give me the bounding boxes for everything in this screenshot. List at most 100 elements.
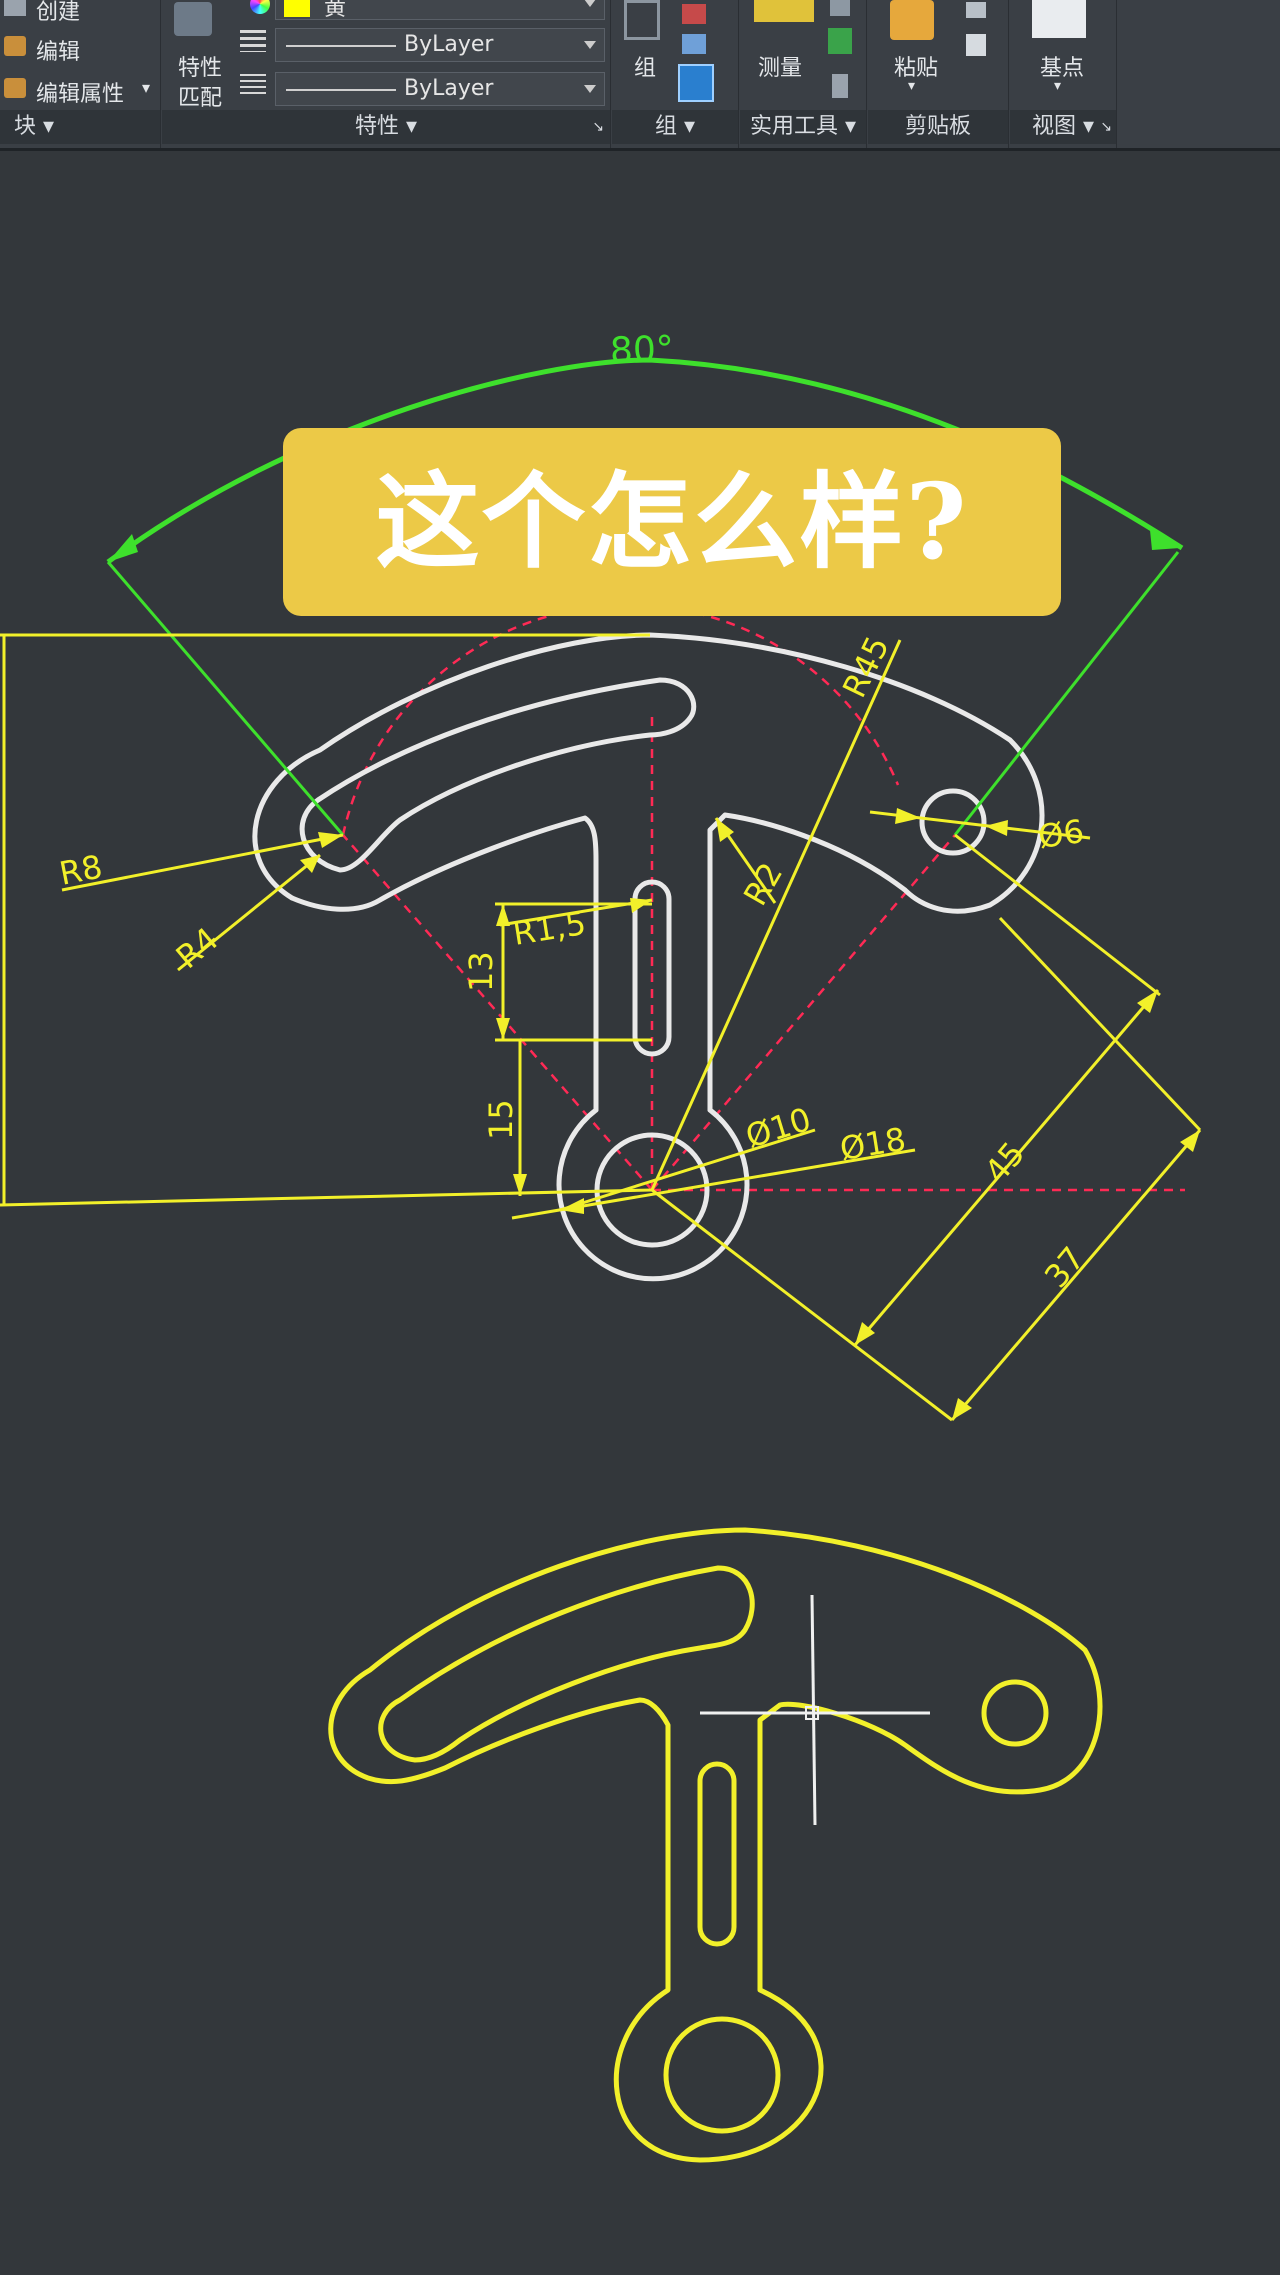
- id-point-icon[interactable]: [832, 74, 848, 98]
- angle-arrowhead-left: [108, 534, 138, 562]
- view-panel-title[interactable]: 视图 ▾ ↘: [1010, 110, 1116, 144]
- panel-expand-icon[interactable]: ▾: [1075, 114, 1095, 139]
- d10-leader: [559, 1128, 816, 1212]
- chevron-down-icon: [584, 0, 596, 7]
- quick-select-icon[interactable]: [828, 28, 852, 54]
- outer-arc-boundary: [252, 632, 1045, 1113]
- clipboard-panel: 粘贴 ▾ 剪贴板: [868, 0, 1009, 148]
- utilities-panel-title[interactable]: 实用工具 ▾: [740, 110, 866, 144]
- curved-slot: [299, 677, 697, 873]
- label-37: 37: [1037, 1240, 1092, 1296]
- base-point-icon[interactable]: [1032, 0, 1086, 38]
- panel-expand-icon[interactable]: ▾: [398, 114, 418, 139]
- block-edit-attributes-label[interactable]: 编辑属性: [36, 82, 125, 107]
- group-icon[interactable]: [624, 0, 660, 40]
- clipboard-panel-title[interactable]: 剪贴板: [868, 110, 1008, 144]
- base-point-button-label[interactable]: 基点: [1040, 56, 1085, 81]
- angle-arrowhead-right: [1150, 530, 1180, 550]
- paste-dropdown-arrow-icon[interactable]: ▾: [908, 78, 916, 94]
- dim45-arrowhead-bottom: [855, 1322, 875, 1345]
- d18-arrowhead: [560, 1198, 584, 1214]
- panel-launcher-icon[interactable]: ↘: [1100, 119, 1112, 135]
- hub-circle-outer: [556, 1107, 750, 1282]
- match-properties-icon[interactable]: [174, 2, 212, 36]
- copy-icon[interactable]: [966, 34, 986, 56]
- label-r8: R8: [56, 847, 105, 892]
- block-dropdown-arrow-icon[interactable]: ▾: [142, 78, 151, 97]
- r2-arrowhead: [716, 818, 734, 842]
- drawing-canvas[interactable]: 80°: [0, 200, 1280, 2275]
- panel-launcher-icon[interactable]: ↘: [592, 119, 604, 135]
- caption-banner: 这个怎么样?: [283, 428, 1061, 616]
- r4-arrowhead: [300, 855, 320, 873]
- color-value: 黄: [324, 0, 347, 21]
- base-point-dropdown-arrow-icon[interactable]: ▾: [1054, 78, 1062, 94]
- measure-icon[interactable]: [754, 0, 814, 22]
- group-edit-icon[interactable]: [682, 34, 706, 54]
- angle-extension-left: [106, 561, 345, 836]
- label-d18: Ø18: [837, 1120, 908, 1168]
- dim45-arrowhead-top: [1137, 990, 1158, 1013]
- crosshair-vertical: [810, 1594, 817, 1826]
- bottom-hub-hole: [663, 2016, 781, 2134]
- group-selection-icon[interactable]: [678, 64, 714, 102]
- block-panel-title[interactable]: 块 ▾: [0, 110, 160, 144]
- edit-attributes-icon[interactable]: [4, 78, 26, 98]
- dim13-arrowhead-top: [496, 904, 510, 926]
- edit-block-icon[interactable]: [4, 36, 26, 56]
- dimension-lines: [0, 633, 1202, 1422]
- block-edit-label[interactable]: 编辑: [36, 40, 81, 65]
- color-select[interactable]: 黄: [275, 0, 605, 21]
- create-block-icon[interactable]: [4, 0, 26, 16]
- lineweight-icon: [240, 74, 266, 96]
- label-r1-5: R1,5: [510, 904, 588, 953]
- r8-leader: [61, 833, 344, 892]
- group-panel-title[interactable]: 组 ▾: [612, 110, 738, 144]
- calculator-icon[interactable]: [830, 0, 850, 16]
- angle-label: 80°: [609, 329, 674, 372]
- paste-icon[interactable]: [890, 0, 934, 40]
- properties-panel-title[interactable]: 特性 ▾ ↘: [162, 110, 610, 144]
- dim37-arrowhead-bottom: [952, 1398, 972, 1420]
- part-outline-bottom: [328, 1527, 1103, 2163]
- chevron-down-icon: [584, 41, 596, 49]
- lineweight-select[interactable]: ByLayer: [275, 72, 605, 106]
- part-outline-top: [252, 632, 1045, 1282]
- group-button-label[interactable]: 组: [634, 56, 657, 81]
- paste-button-label[interactable]: 粘贴: [894, 56, 939, 81]
- linetype-value: ByLayer: [404, 32, 494, 57]
- dimension-arrowheads: [300, 808, 1200, 1420]
- lineweight-value: ByLayer: [404, 76, 494, 101]
- ungroup-icon[interactable]: [682, 4, 706, 24]
- crosshair-cursor: [700, 1594, 930, 1826]
- label-r4: R4: [169, 920, 226, 976]
- block-create-label[interactable]: 创建: [36, 0, 81, 25]
- measure-button-label[interactable]: 测量: [758, 56, 803, 81]
- dim37-line: [950, 1129, 1202, 1421]
- label-15: 15: [482, 1099, 520, 1140]
- r8-arrowhead: [318, 832, 343, 848]
- match-properties-label-1[interactable]: 特性: [178, 56, 223, 81]
- panel-expand-icon[interactable]: ▾: [36, 114, 55, 139]
- crosshair-pickbox: [805, 1706, 819, 1720]
- utilities-panel: 测量 实用工具 ▾: [740, 0, 867, 148]
- cut-icon[interactable]: [966, 2, 986, 18]
- dim45-line: [853, 989, 1160, 1346]
- panel-expand-icon[interactable]: ▾: [837, 114, 857, 139]
- bottom-reference-line: [0, 1188, 653, 1207]
- center-line-right: [651, 834, 956, 1191]
- small-hole: [919, 788, 987, 856]
- inner-arc-boundary: [289, 815, 599, 1113]
- panel-expand-icon[interactable]: ▾: [676, 114, 696, 139]
- dim37-arrowhead-top: [1180, 1130, 1200, 1152]
- view-panel: 基点 ▾ 视图 ▾ ↘: [1010, 0, 1117, 148]
- label-d10: Ø10: [741, 1100, 815, 1156]
- dim15-arrowhead-bottom: [513, 1174, 527, 1196]
- bottom-curved-slot: [378, 1565, 755, 1763]
- r4-leader: [177, 853, 321, 972]
- linetype-icon: [240, 30, 266, 52]
- label-45: 45: [977, 1135, 1032, 1191]
- properties-panel: 特性 匹配 黄 ByLayer ByLayer 特性 ▾ ↘: [162, 0, 611, 148]
- linetype-select[interactable]: ByLayer: [275, 28, 605, 62]
- match-properties-label-2[interactable]: 匹配: [178, 86, 223, 111]
